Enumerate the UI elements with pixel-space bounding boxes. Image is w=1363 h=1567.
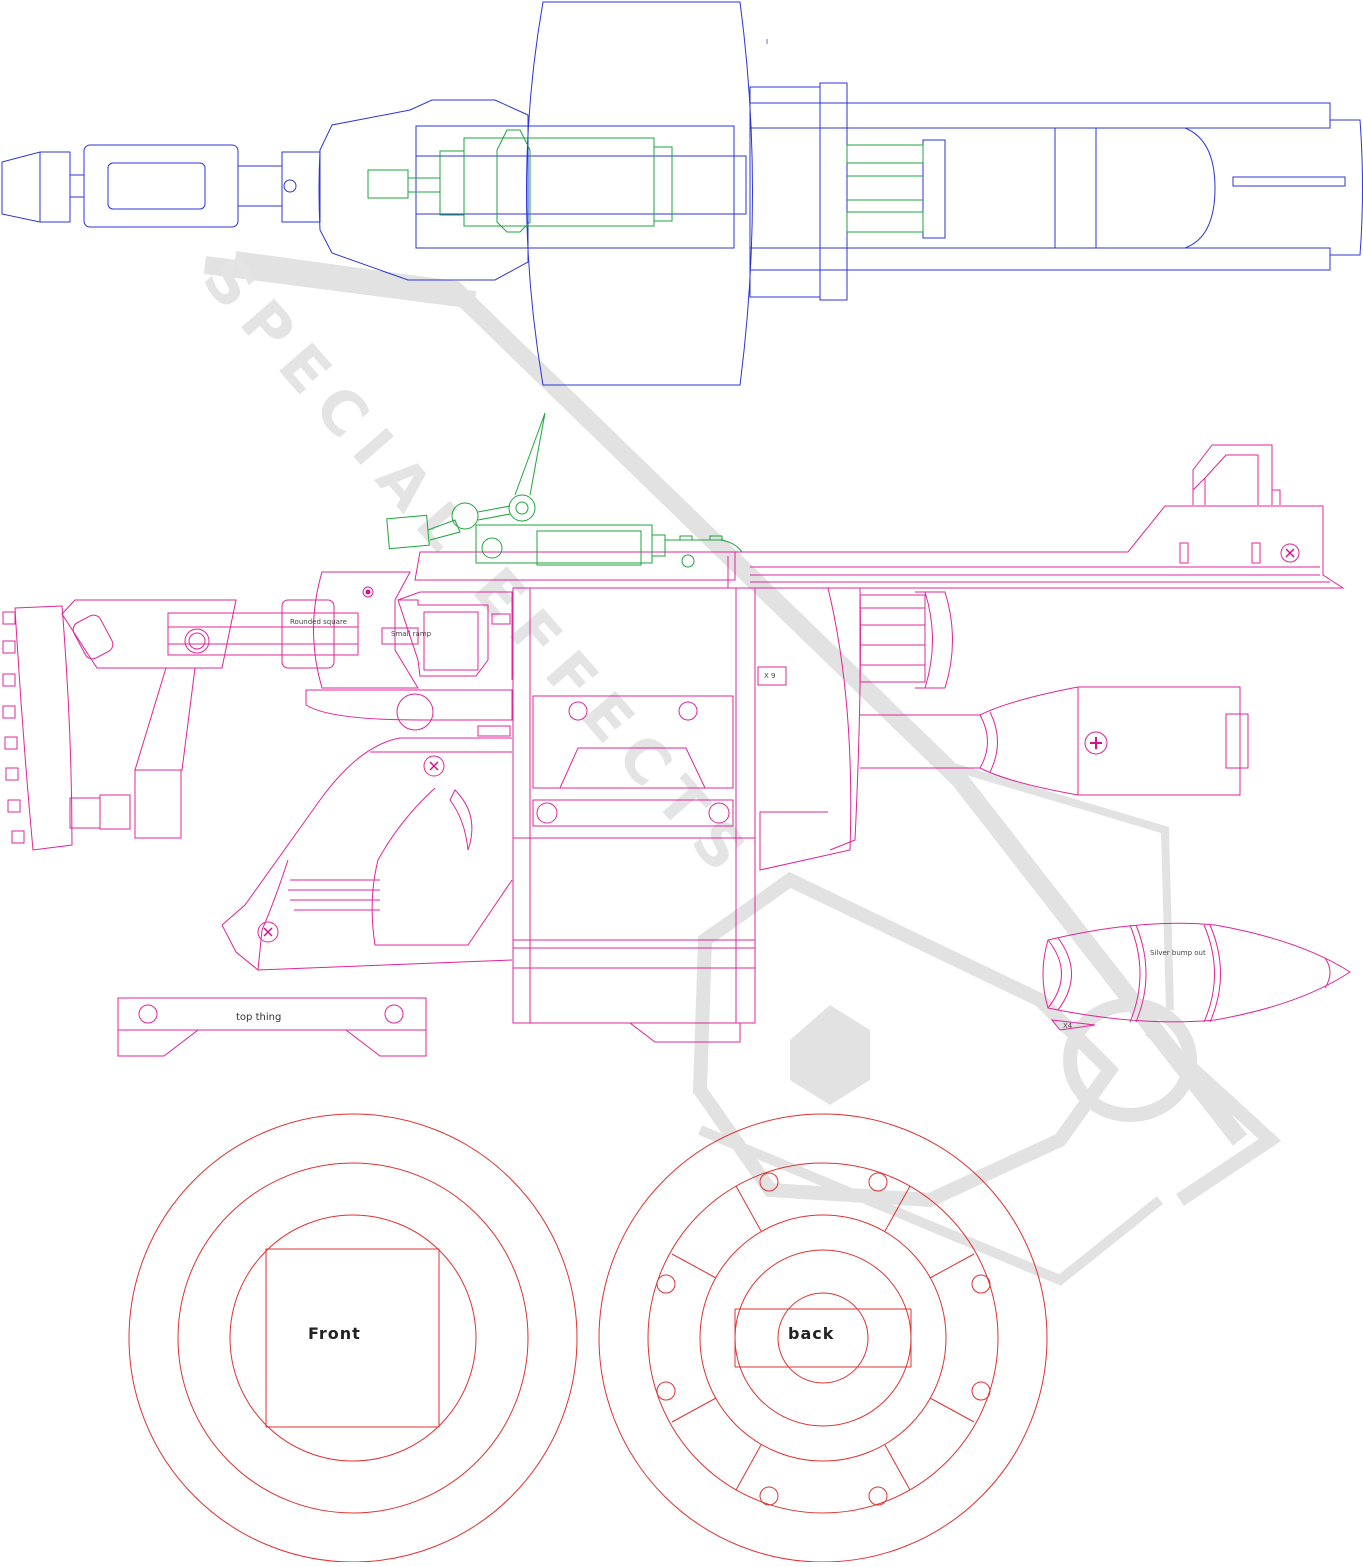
watermark-stroke-4 [698,1125,1164,1286]
barrel-collar [915,591,953,689]
trigger-guard [371,787,513,946]
top-front-block [83,144,239,228]
side-view-drawing [2,444,1351,1057]
label-rounded-square: Rounded square [290,618,347,626]
front-square [265,1248,440,1428]
top-barrel-clamp [819,82,848,301]
watermark-hex-outer [692,871,1120,1208]
label-back: back [788,1324,834,1343]
top-muzzle-tip [1,151,71,223]
top-thing-part [117,997,427,1057]
watermark-ring [1063,998,1197,1122]
watermark-text: SPECIAL EFFECTS [189,244,768,895]
cross-icon [263,548,1295,937]
grip-frame [221,737,513,971]
marker-dot [365,589,371,595]
side-accent-markers [263,548,1295,937]
cocking-lever [514,412,546,496]
side-mechanism [386,412,743,568]
tick-mark: I [766,38,768,46]
label-top-thing: top thing [236,1012,281,1023]
watermark-stroke-5 [928,756,1174,1011]
top-view-drawing [1,1,1363,386]
top-rail [730,505,1345,589]
watermark-stroke-1 [233,251,1248,1146]
top-mechanism [367,129,924,233]
top-drum [526,1,753,386]
back-disc [598,1113,1048,1563]
stock-buttplate [14,605,73,851]
top-barrel-end [1330,119,1363,256]
trigger [449,789,473,851]
watermark-hexagon [790,1005,870,1105]
watermark-stroke-2 [203,256,477,309]
label-silver-bump-out: Silver bump out [1150,949,1206,957]
label-x9: X 9 [764,672,775,680]
top-slot [1232,176,1346,187]
label-x4: X4 [1063,1022,1073,1030]
watermark-logo [203,251,1282,1286]
label-front: Front [308,1324,361,1343]
stock-strut [134,667,196,771]
label-small-ramp: Small ramp [391,630,432,638]
barrel-extension [860,686,1241,796]
plus-icon [1090,737,1102,749]
rear-sight [1192,444,1281,505]
rear-receiver-block [281,599,335,669]
top-receiver [318,99,529,281]
